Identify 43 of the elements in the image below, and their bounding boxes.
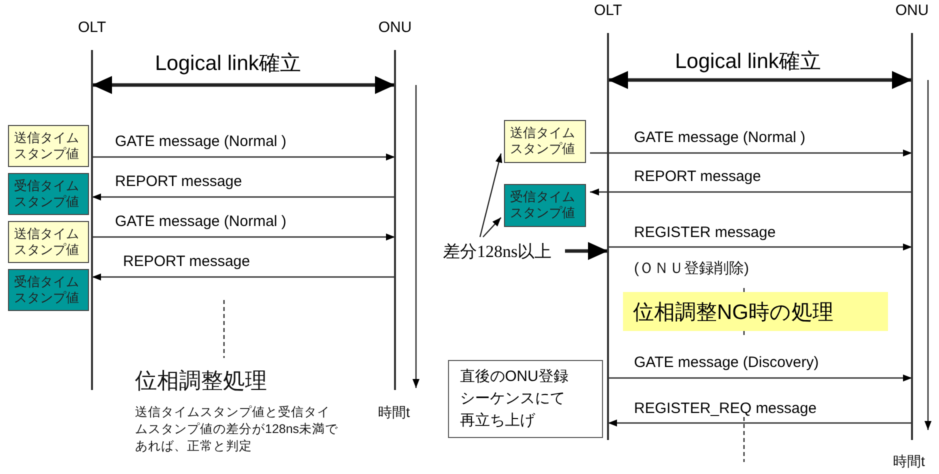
arrow	[608, 374, 912, 382]
section-heading: 位相調整処理	[135, 367, 268, 395]
thick-arrow	[92, 76, 395, 94]
timestamp-box: 受信タイムスタンプ値	[504, 184, 586, 227]
note-text: 送信タイムスタンプ値と受信タイムスタンプ値の差分が128ns未満であれば、正常と判定	[135, 404, 340, 455]
arrow	[479, 153, 502, 238]
arrow	[92, 194, 395, 200]
message-label: GATE message (Discovery)	[634, 354, 819, 371]
participant-label: OLT	[594, 2, 622, 19]
message-label: REGISTER message	[634, 224, 776, 241]
message-label: REPORT message	[634, 168, 761, 185]
annotation-text: 差分128ns以上	[443, 240, 561, 262]
message-label: REPORT message	[115, 173, 242, 190]
message-label: Logical link確立	[675, 50, 821, 74]
arrow	[608, 244, 912, 250]
message-note: (ＯＮＵ登録削除)	[634, 259, 749, 278]
thick-arrow	[608, 71, 912, 89]
thick-arrow	[565, 242, 608, 260]
arrow	[590, 150, 912, 156]
message-label: REPORT message	[123, 253, 250, 270]
arrow	[92, 154, 395, 160]
message-label: GATE message (Normal )	[634, 129, 806, 146]
time-label: 時間t	[893, 453, 925, 471]
arrow	[590, 188, 912, 196]
participant-label: ONU	[378, 19, 412, 36]
participant-label: ONU	[895, 2, 929, 19]
message-label: Logical link確立	[155, 52, 301, 76]
time-label: 時間t	[378, 404, 410, 422]
timestamp-box: 受信タイムスタンプ値	[8, 173, 89, 215]
timestamp-box: 送信タイムスタンプ値	[8, 125, 89, 167]
timestamp-box: 受信タイムスタンプ値	[8, 269, 89, 311]
arrow	[608, 420, 912, 426]
message-label: GATE message (Normal )	[115, 133, 286, 150]
arrow	[482, 217, 502, 238]
highlight-band: 位相調整NG時の処理	[623, 292, 888, 331]
arrow	[92, 234, 395, 240]
timestamp-box: 送信タイムスタンプ値	[504, 120, 586, 163]
message-label: REGISTER_REQ message	[634, 400, 817, 417]
arrow	[92, 274, 395, 280]
timestamp-box: 送信タイムスタンプ値	[8, 221, 89, 263]
participant-label: OLT	[78, 19, 106, 36]
message-label: GATE message (Normal )	[115, 213, 286, 230]
note-box: 直後のONU登録シーケンスにて再立ち上げ	[448, 360, 603, 438]
